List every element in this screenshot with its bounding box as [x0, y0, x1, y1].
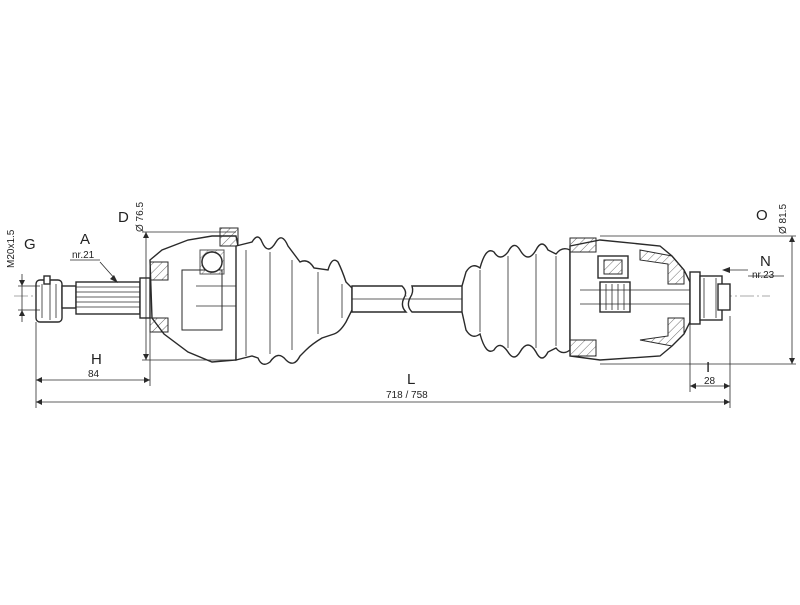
right-stub-shaft — [689, 271, 731, 325]
label-l: L — [407, 371, 415, 388]
main-shaft — [351, 285, 469, 313]
dim-m20 — [18, 274, 40, 322]
label-l-value: 718 / 758 — [386, 390, 428, 401]
dim-o-diameter — [600, 235, 796, 365]
label-o: O — [756, 207, 768, 224]
left-threaded-stub — [35, 275, 151, 323]
label-a-nr: nr.21 — [72, 250, 95, 261]
dim-h — [35, 322, 151, 386]
label-m20x1-5: M20x1.5 — [6, 229, 17, 268]
dim-i — [689, 324, 730, 392]
label-a: A — [80, 231, 90, 248]
label-o-diameter: Ø 81.5 — [778, 204, 789, 234]
label-d-diameter: Ø 76.5 — [135, 202, 146, 232]
label-i-value: 28 — [704, 376, 716, 387]
spline-lines — [76, 286, 140, 308]
label-n: N — [760, 253, 771, 270]
label-h-value: 84 — [88, 369, 100, 380]
leader-a — [70, 259, 118, 283]
label-n-nr: nr.23 — [752, 270, 775, 281]
inner-tripod-housing — [569, 237, 691, 361]
label-i: I — [706, 359, 710, 376]
dim-d-diameter — [142, 231, 236, 361]
outer-boot — [235, 236, 353, 365]
outer-cv-joint — [149, 227, 239, 363]
leader-n — [722, 267, 784, 277]
inner-boot — [461, 243, 571, 359]
label-g: G — [24, 236, 36, 253]
label-h: H — [91, 351, 102, 368]
label-d: D — [118, 209, 129, 226]
dim-l — [35, 316, 731, 408]
